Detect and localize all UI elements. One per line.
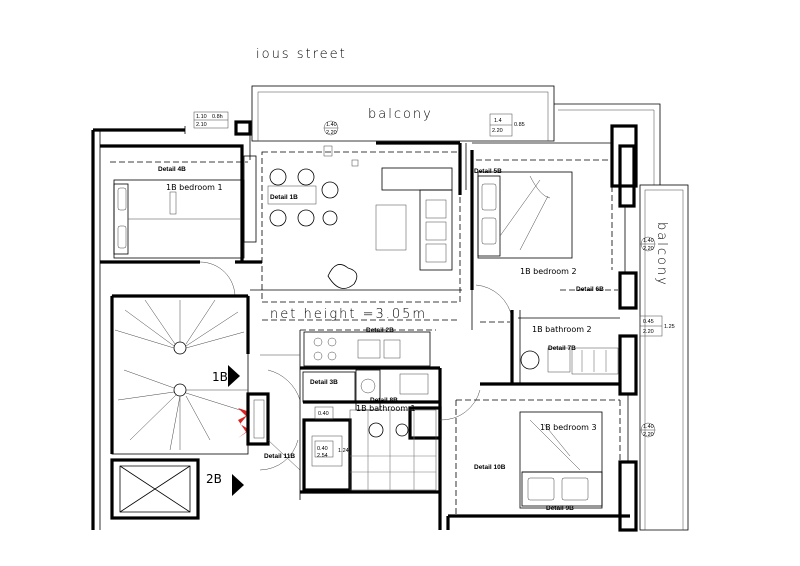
- dim-balcony-0-85: 0.85: [514, 122, 525, 128]
- level-marker-2b: 2B: [206, 472, 222, 486]
- room-label-bathroom-1: 1B bathroom 1: [356, 404, 416, 413]
- dim-right-1-40: 1.40: [643, 238, 654, 244]
- bedroom-1: [100, 144, 262, 298]
- dimension-tags: [193, 111, 663, 458]
- dim-bath-2-54: 2.54: [317, 453, 328, 459]
- detail-11b-label: Detail 11B: [264, 453, 295, 460]
- detail-7b-label: Detail 7B: [548, 345, 576, 352]
- detail-3b-label: Detail 3B: [310, 379, 338, 386]
- dim-balcony-2-20: 2.20: [492, 128, 503, 134]
- balcony-right-label: balcony: [654, 222, 669, 287]
- dim-bath-0-40b: 0.40: [318, 411, 329, 417]
- dim-right-2-20c: 2.20: [643, 432, 654, 438]
- net-height-label: net height =3.05m: [270, 307, 427, 322]
- dim-tag-2-20: 2.20: [326, 130, 337, 136]
- dim-bath-0-40: 0.40: [317, 446, 328, 452]
- exterior-walls: [91, 120, 638, 532]
- room-label-bedroom-2: 1B bedroom 2: [520, 267, 577, 276]
- room-label-bathroom-2: 1B bathroom 2: [532, 325, 592, 334]
- dim-bath-1-24: 1.24: [338, 448, 349, 454]
- detail-4b-label: Detail 4B: [158, 166, 186, 173]
- dim-right-2-20: 2.20: [643, 246, 654, 252]
- dim-right-1-40b: 1.40: [643, 424, 654, 430]
- dim-right-0-45: 0.45: [643, 319, 654, 325]
- detail-6b-label: Detail 6B: [576, 286, 604, 293]
- level-marker-1b: 1B: [212, 370, 228, 384]
- balcony-top-label: balcony: [368, 107, 433, 122]
- bathroom-1: [300, 368, 481, 530]
- detail-2b-label: Detail 2B: [366, 327, 394, 334]
- dim-balcony-1-4: 1.4: [494, 118, 502, 124]
- detail-10b-label: Detail 10B: [474, 464, 506, 471]
- bathroom-2: [480, 289, 620, 386]
- right-balcony: [554, 103, 689, 531]
- detail-9b-label: Detail 9B: [546, 505, 574, 512]
- dim-right-1-25: 1.25: [664, 324, 675, 330]
- kitchen: [300, 329, 440, 370]
- top-balcony: [251, 85, 555, 142]
- room-label-bedroom-1: 1B bedroom 1: [166, 183, 223, 192]
- detail-1b-label: Detail 1B: [270, 194, 298, 201]
- room-label-bedroom-3: 1B bedroom 3: [540, 423, 597, 432]
- bedroom-3: [455, 399, 621, 516]
- bedroom-2: [471, 150, 613, 330]
- street-label: ious street: [256, 47, 347, 62]
- dim-top-left-b: 2.10: [196, 122, 207, 128]
- dim-tag-1-40: 1.40: [326, 122, 337, 128]
- detail-8b-label: Detail 8B: [370, 397, 398, 404]
- dim-top-left-c: 0.8h: [212, 114, 223, 120]
- staircase: [110, 294, 250, 520]
- dim-right-2-20b: 2.20: [643, 329, 654, 335]
- detail-5b-label: Detail 5B: [474, 168, 502, 175]
- living-room: [250, 145, 462, 321]
- corridor: [246, 330, 301, 500]
- dim-top-left-a: 1.10: [196, 114, 207, 120]
